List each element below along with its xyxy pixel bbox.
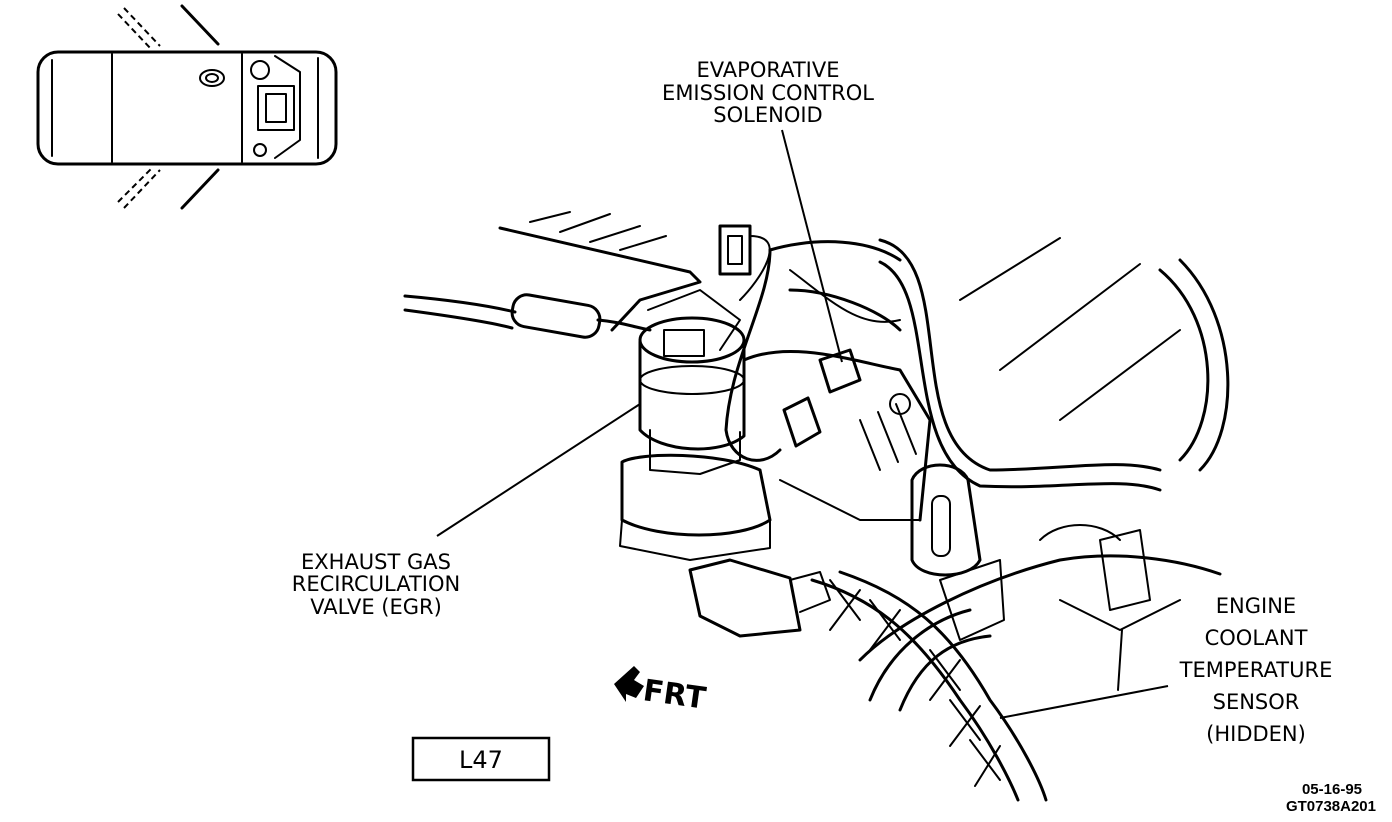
engine-artwork [403,211,1230,802]
figure-code: GT0738A201 [1286,798,1376,815]
ect-sensor-label: ENGINE COOLANT TEMPERATURE SENSOR (HIDDE… [1179,594,1333,746]
arrow-left-icon [614,666,644,702]
svg-text:EVAPORATIVE: EVAPORATIVE [697,58,840,82]
svg-text:TEMPERATURE: TEMPERATURE [1179,658,1333,682]
engine-code-box: L47 [411,736,551,782]
svg-text:SOLENOID: SOLENOID [713,103,822,127]
svg-text:RECIRCULATION: RECIRCULATION [292,572,460,596]
vehicle-locator-icon [36,4,338,210]
date-code: 05-16-95 [1302,781,1362,798]
front-label: FRT [641,673,709,716]
engine-code: L47 [459,746,503,774]
front-direction-indicator: FRT [614,666,708,717]
svg-text:ENGINE: ENGINE [1216,594,1296,618]
svg-text:SENSOR: SENSOR [1213,690,1300,714]
svg-text:EMISSION CONTROL: EMISSION CONTROL [662,81,874,105]
svg-text:(HIDDEN): (HIDDEN) [1206,722,1306,746]
svg-text:COOLANT: COOLANT [1205,626,1308,650]
svg-text:VALVE (EGR): VALVE (EGR) [310,595,442,619]
svg-text:EXHAUST GAS: EXHAUST GAS [301,550,451,574]
evap-solenoid-label: EVAPORATIVE EMISSION CONTROL SOLENOID [662,58,874,127]
egr-valve-leader [436,403,641,537]
ect-sensor-leader [999,685,1169,719]
evap-solenoid-leader [781,129,843,363]
egr-valve-label: EXHAUST GAS RECIRCULATION VALVE (EGR) [292,550,460,619]
